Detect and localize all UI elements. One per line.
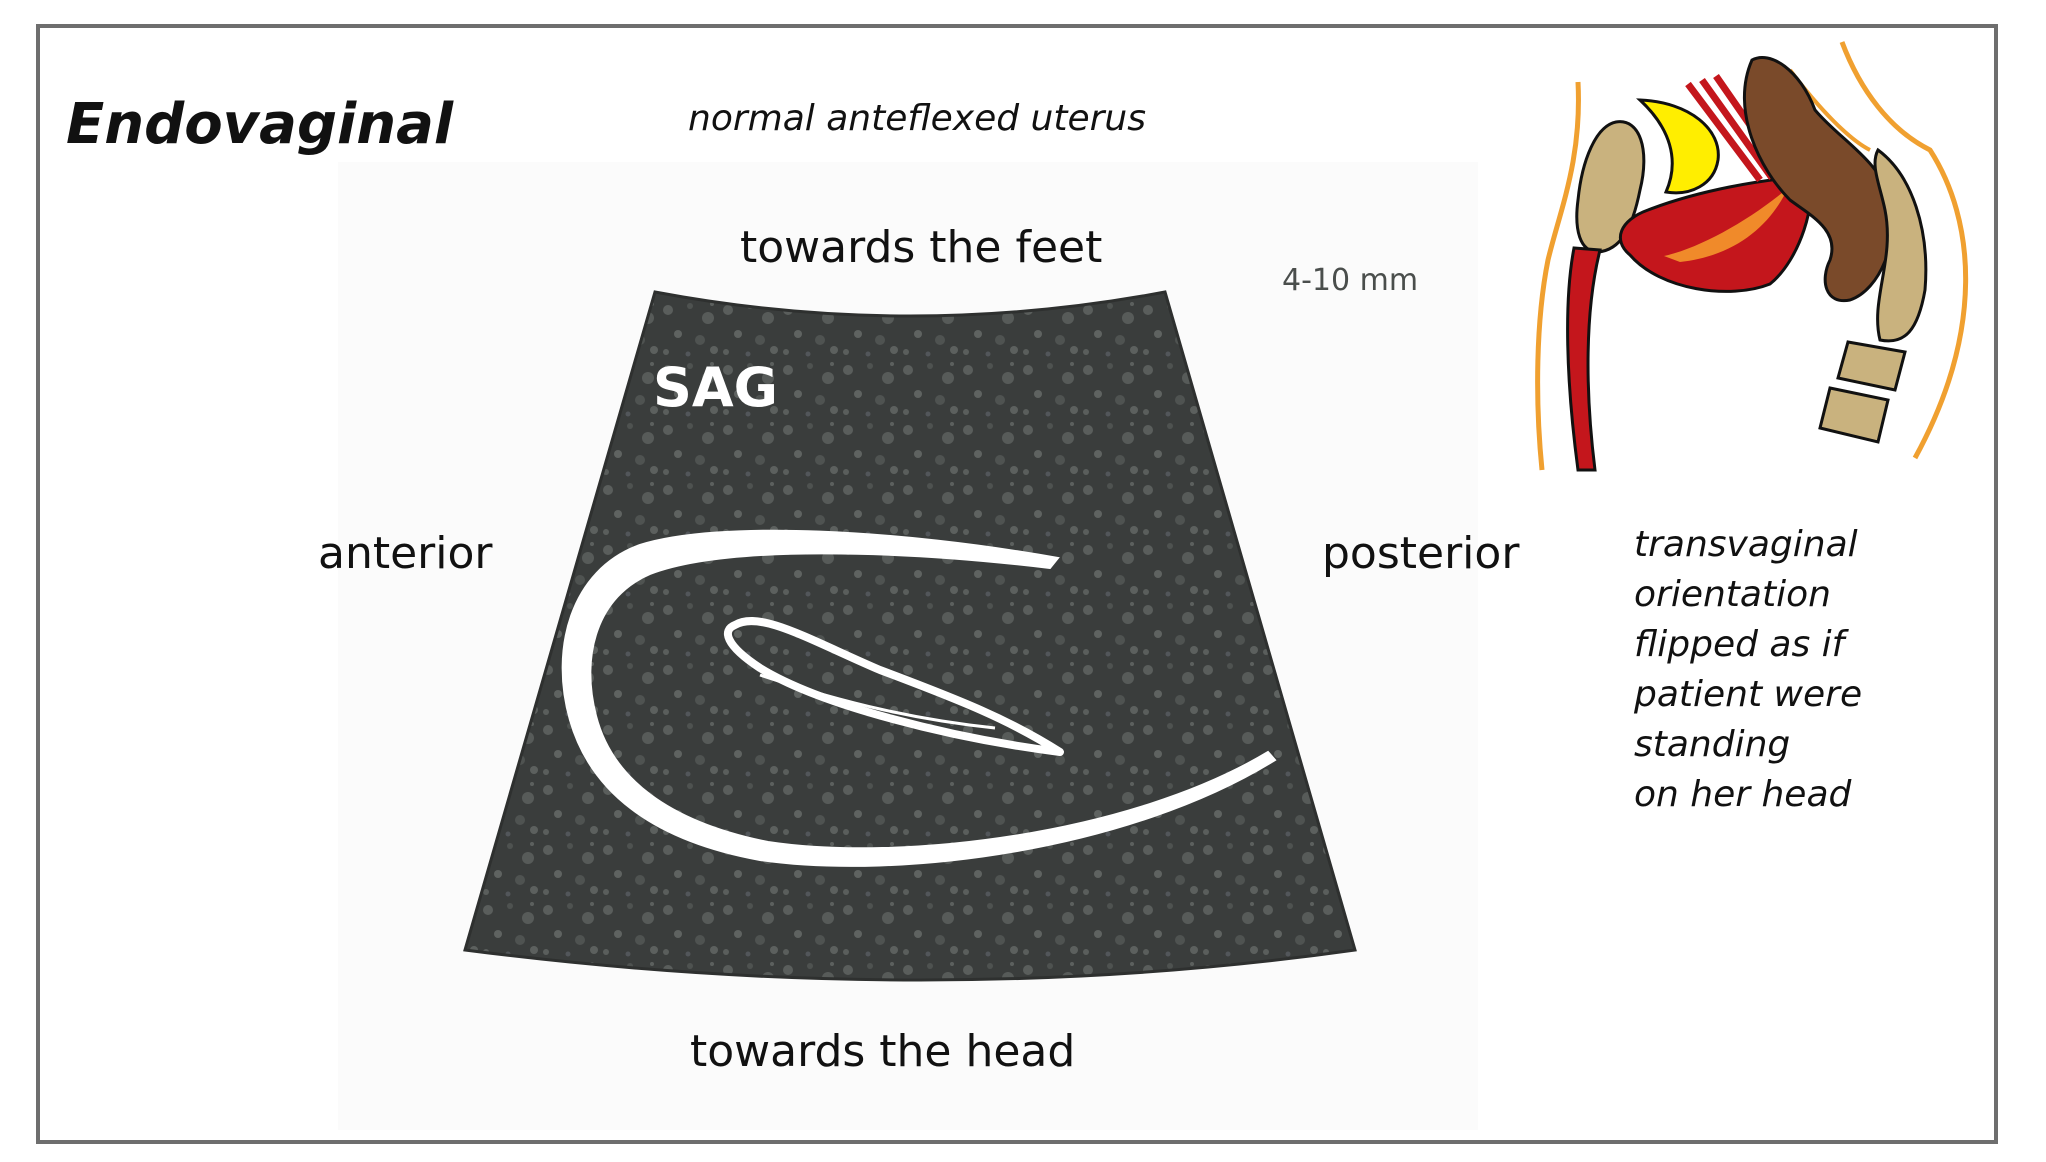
note-line: orientation [1634, 574, 1831, 615]
coccyx-1 [1836, 340, 1907, 392]
anatomy-inset [1535, 41, 1969, 472]
endometrial-stripe [759, 673, 996, 730]
orientation-note: transvaginal orientation flipped as if p… [1634, 520, 1862, 820]
note-line: standing [1634, 724, 1791, 765]
direction-bottom-label: towards the head [690, 1026, 1076, 1077]
note-line: patient were [1634, 674, 1863, 715]
ultrasound-sector [463, 290, 1357, 982]
bladder [1636, 98, 1720, 195]
rectum [1742, 56, 1895, 303]
depth-label: 4-10 mm [1282, 263, 1418, 298]
direction-top-label: towards the feet [740, 222, 1103, 273]
endometrium-inset [1664, 188, 1788, 262]
note-line: on her head [1634, 774, 1852, 815]
direction-left-label: anterior [318, 528, 493, 579]
direction-right-label: posterior [1322, 528, 1520, 579]
sag-label: SAG [653, 356, 778, 419]
sacrum [1873, 147, 1928, 343]
vagina [1566, 246, 1602, 472]
note-line: transvaginal [1634, 524, 1858, 565]
figure-title: Endovaginal [66, 92, 454, 157]
skin-line-front [1535, 81, 1581, 471]
skin-line-back [1839, 41, 1969, 460]
coccyx-2 [1818, 386, 1890, 444]
figure-subtitle: normal anteflexed uterus [688, 98, 1146, 139]
note-line: flipped as if [1634, 624, 1845, 665]
uterus-outline [561, 529, 1277, 867]
endometrium-outline [723, 617, 1064, 756]
